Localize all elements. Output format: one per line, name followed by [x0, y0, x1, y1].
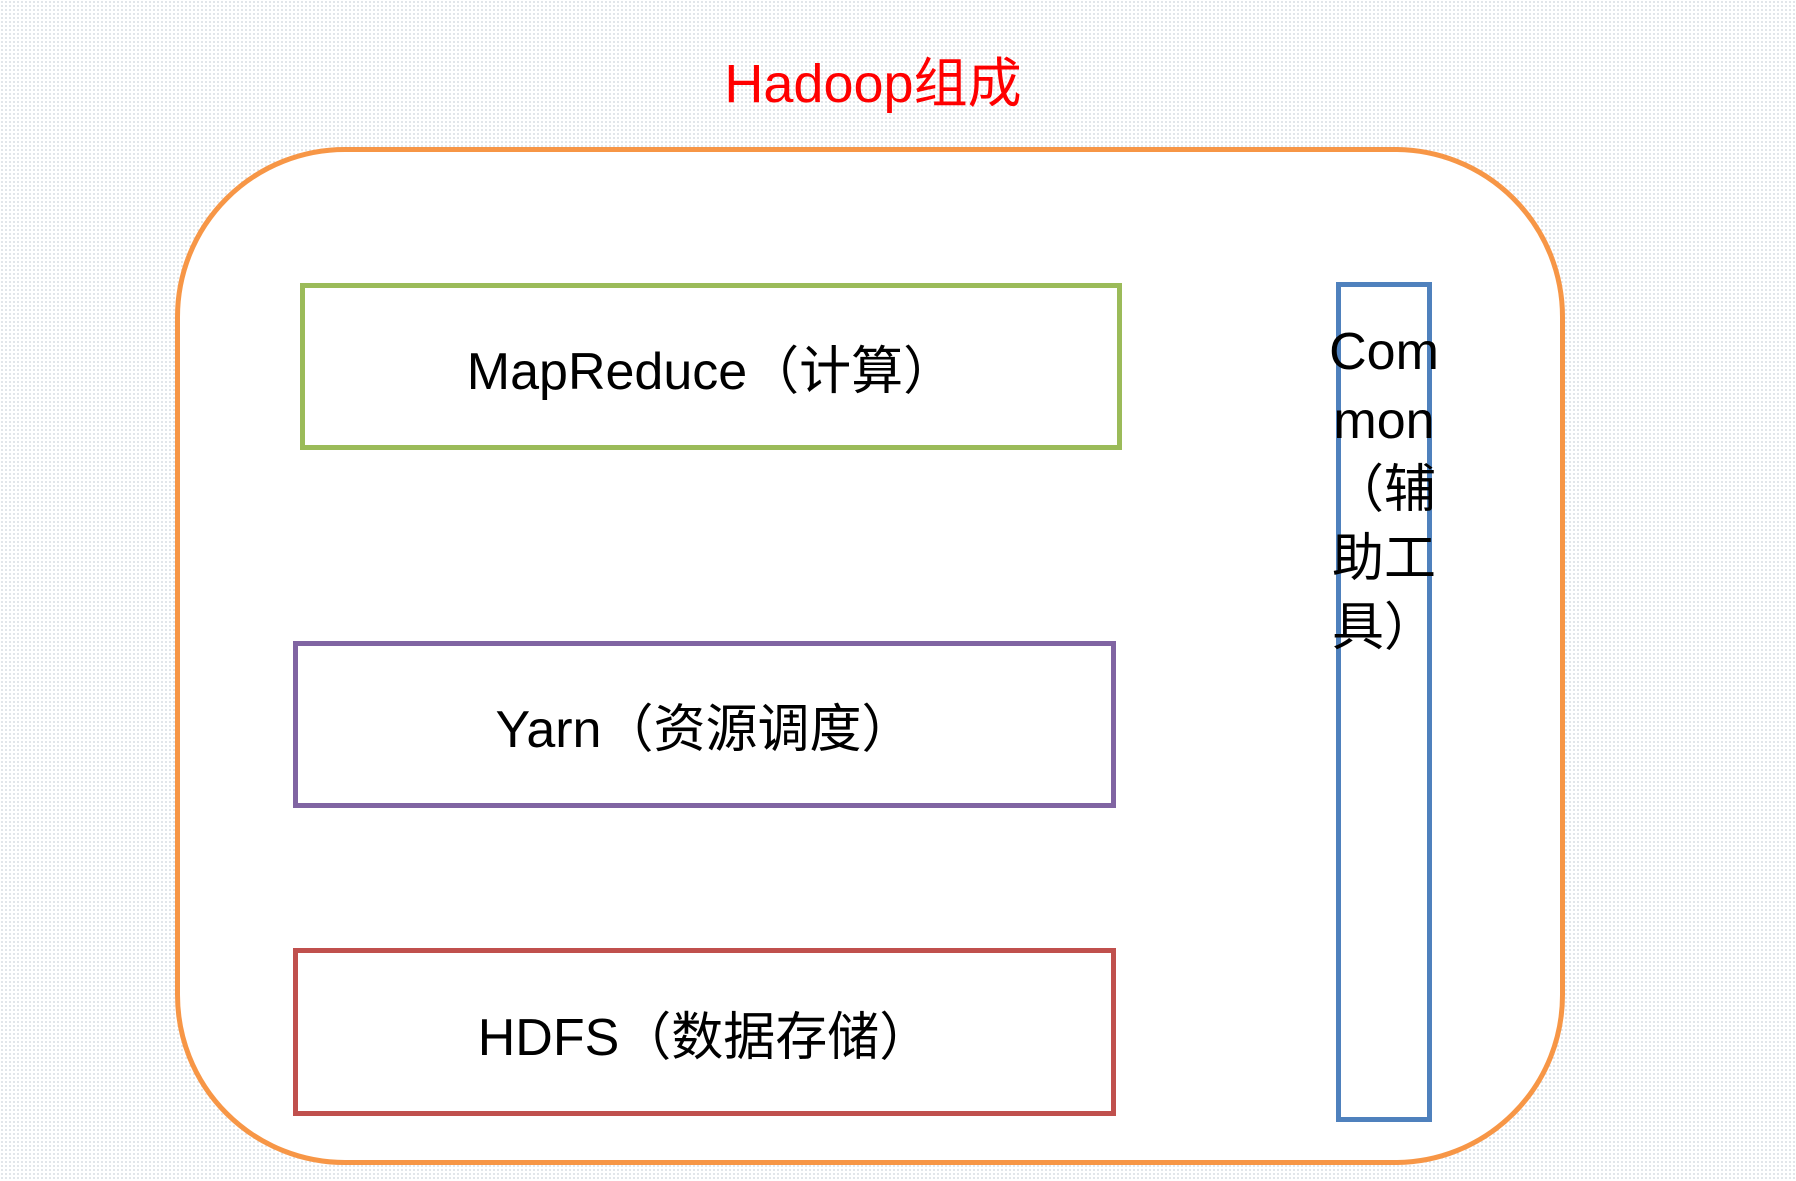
mapreduce-box: MapReduce（计算）	[300, 283, 1122, 450]
hdfs-label: HDFS（数据存储）	[477, 1008, 932, 1067]
yarn-box: Yarn（资源调度）	[293, 641, 1116, 808]
hdfs-box: HDFS（数据存储）	[293, 948, 1116, 1116]
yarn-label: Yarn（资源调度）	[495, 701, 914, 759]
mapreduce-label: MapReduce（计算）	[466, 343, 956, 401]
common-box	[1336, 282, 1432, 1122]
diagram-title: Hadoop组成	[724, 54, 1022, 114]
common-label: Common（辅助工具）	[1329, 323, 1439, 657]
